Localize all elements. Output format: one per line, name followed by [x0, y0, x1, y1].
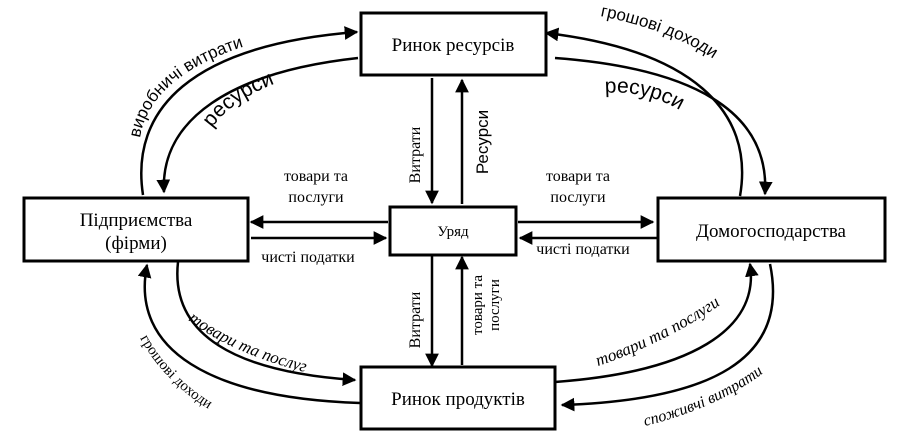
firms-sublabel: (фірми) [105, 233, 167, 254]
net-taxes-left-label: чисті податки [261, 249, 355, 266]
money-income-bottom-flow [137, 263, 361, 405]
firms-box [22, 196, 250, 263]
resource-market-label: Ринок ресурсів [392, 35, 515, 56]
net-taxes-right-label: чисті податки [536, 241, 630, 258]
goods-services-right-label: товари та послуги [593, 292, 723, 370]
resource-market-box [359, 11, 548, 77]
left-goods-label-1: товари та [284, 168, 348, 185]
resources-left-label: ресурси [198, 67, 277, 131]
resources-to-firms-flow [156, 56, 359, 194]
households-box [656, 196, 887, 263]
gov-spending-bottom-label: Витрати [407, 291, 424, 348]
households-label: Домогосподарства [696, 221, 847, 242]
product-market-label: Ринок продуктів [391, 389, 525, 410]
government-box [388, 205, 518, 257]
production-costs-flow [140, 26, 359, 196]
consumer-spending-label: споживчі витрати [642, 362, 766, 430]
right-goods-label-1: товари та [546, 168, 610, 185]
goods-services-left-label: товари та послуги [0, 0, 309, 376]
consumer-spending-flow [560, 263, 775, 412]
resources-from-households-flow [554, 56, 773, 196]
money-income-top-flow [544, 27, 744, 197]
gov-spending-top-label: Витрати [407, 126, 424, 183]
goods-to-market-flow [176, 261, 357, 387]
government-label: Уряд [437, 224, 469, 240]
right-goods-label-2: послуги [550, 189, 606, 206]
gov-resources-label: Ресурси [473, 110, 492, 174]
goods-to-households-flow [554, 262, 759, 384]
gov-goods-bottom-label-1: товари та [470, 275, 486, 335]
gov-goods-bottom-label-2: послуги [487, 279, 503, 331]
product-market-box [359, 365, 557, 431]
firms-label: Підприємства [80, 210, 193, 231]
money-income-top-label: грошові доходи [599, 1, 721, 62]
left-goods-label-2: послуги [288, 189, 344, 206]
